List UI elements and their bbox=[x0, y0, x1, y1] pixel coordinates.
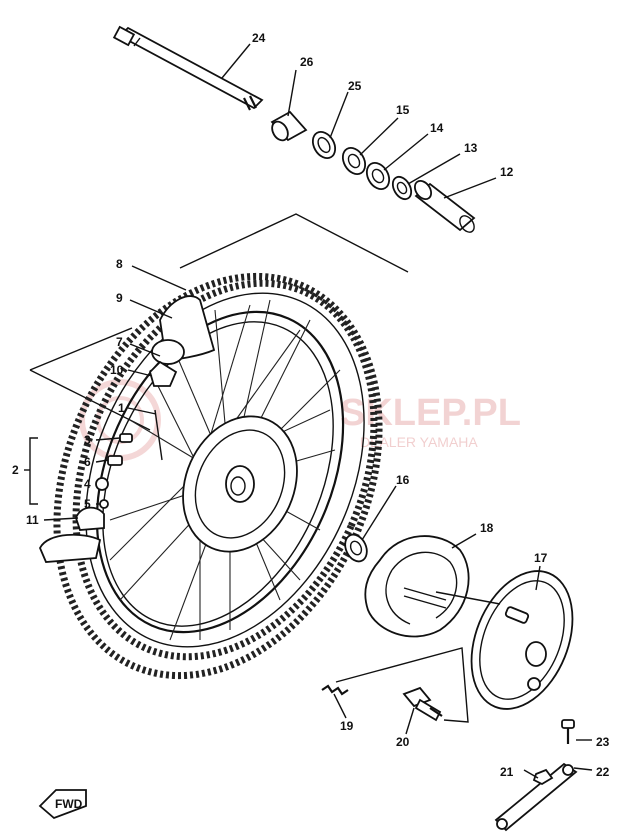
wheel-assembly bbox=[53, 272, 383, 680]
fwd-direction-badge: FWD bbox=[38, 789, 87, 820]
label-23: 23 bbox=[596, 735, 610, 749]
label-20: 20 bbox=[396, 735, 410, 749]
bearing-14 bbox=[365, 161, 391, 191]
label-10: 10 bbox=[110, 363, 124, 377]
label-7: 7 bbox=[116, 335, 123, 349]
label-6: 6 bbox=[84, 455, 91, 469]
label-19: 19 bbox=[340, 719, 354, 733]
label-1: 1 bbox=[118, 401, 125, 415]
spring-19 bbox=[321, 684, 349, 696]
label-12: 12 bbox=[500, 165, 514, 179]
watermark-brand: SKLEP.PL bbox=[340, 392, 521, 434]
label-2: 2 bbox=[12, 463, 19, 477]
spoke-nipples bbox=[95, 409, 163, 509]
brake-cam-20 bbox=[402, 686, 443, 722]
brake-panel-17 bbox=[470, 570, 574, 710]
label-25: 25 bbox=[348, 79, 362, 93]
label-26: 26 bbox=[300, 55, 314, 69]
label-22: 22 bbox=[596, 765, 610, 779]
label-24: 24 bbox=[252, 31, 266, 45]
label-21: 21 bbox=[500, 765, 514, 779]
label-9: 9 bbox=[116, 291, 123, 305]
label-5: 5 bbox=[84, 497, 91, 511]
label-8: 8 bbox=[116, 257, 123, 271]
label-16: 16 bbox=[396, 473, 410, 487]
valve-cap-11 bbox=[39, 506, 105, 563]
brake-shoes-18 bbox=[364, 535, 470, 638]
label-11: 11 bbox=[26, 513, 39, 527]
watermark-tagline: DEALER YAMAHA bbox=[360, 434, 478, 450]
label-3: 3 bbox=[84, 433, 91, 447]
bearing-16 bbox=[344, 533, 368, 563]
label-17: 17 bbox=[534, 551, 548, 565]
label-4: 4 bbox=[84, 477, 91, 491]
label-13: 13 bbox=[464, 141, 478, 155]
hub bbox=[182, 415, 298, 553]
dealer-watermark: SKLEP.PL DEALER YAMAHA bbox=[79, 379, 521, 461]
fwd-badge-text: FWD bbox=[55, 797, 83, 811]
label-14: 14 bbox=[430, 121, 444, 135]
bearing-15 bbox=[341, 146, 367, 176]
collar-12 bbox=[413, 179, 476, 233]
bolt-23 bbox=[561, 719, 575, 744]
label-18: 18 bbox=[480, 521, 494, 535]
front-axle bbox=[112, 25, 264, 111]
spacer-13 bbox=[391, 175, 413, 201]
nut-21 bbox=[532, 768, 554, 786]
assembly-leaders bbox=[335, 591, 501, 723]
axle-spacer-26 bbox=[270, 110, 308, 142]
oil-seal-25 bbox=[311, 130, 337, 160]
label-leaders bbox=[24, 43, 593, 779]
label-15: 15 bbox=[396, 103, 410, 117]
part-labels: 24 26 25 15 14 13 12 8 9 7 10 1 3 2 6 4 … bbox=[12, 31, 610, 779]
tire-tube-section bbox=[148, 295, 216, 387]
